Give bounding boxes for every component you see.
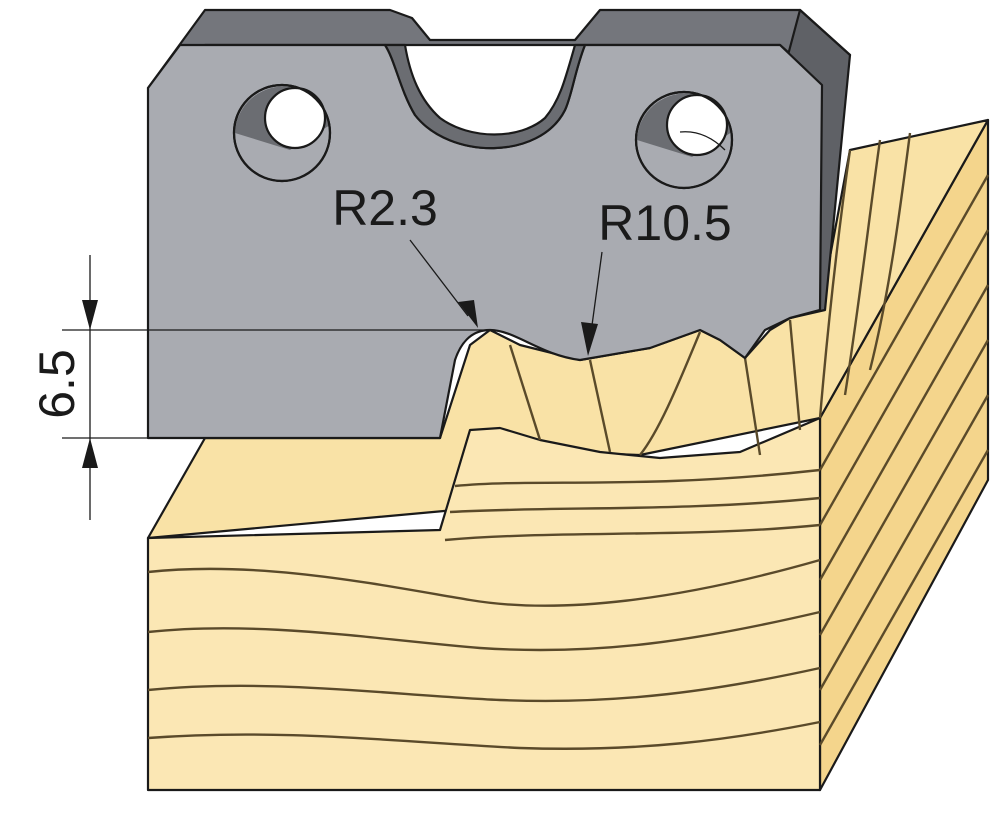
radius-large-label: R10.5 <box>598 195 731 251</box>
radius-small-arrowhead <box>458 300 478 328</box>
wood-profile-ridges <box>508 132 912 456</box>
blade-arch-shade <box>383 43 587 150</box>
wood-grain-end <box>818 174 990 746</box>
depth-arrowhead-top <box>82 300 98 330</box>
dimension-callouts: 6.5 R2.3 R10.5 <box>29 180 732 520</box>
depth-arrowhead-bottom <box>82 438 98 468</box>
radius-large-arrowhead <box>581 322 598 356</box>
profile-knife-blade <box>146 8 852 440</box>
wood-workpiece <box>146 118 990 792</box>
wood-front-face <box>146 416 822 792</box>
radius-small-label: R2.3 <box>332 180 438 236</box>
bolt-hole-right <box>634 90 734 190</box>
bolt-hole-left <box>232 83 332 183</box>
radius-small-leader <box>409 239 469 317</box>
wood-grain-front <box>147 468 821 750</box>
depth-label: 6.5 <box>29 349 85 419</box>
